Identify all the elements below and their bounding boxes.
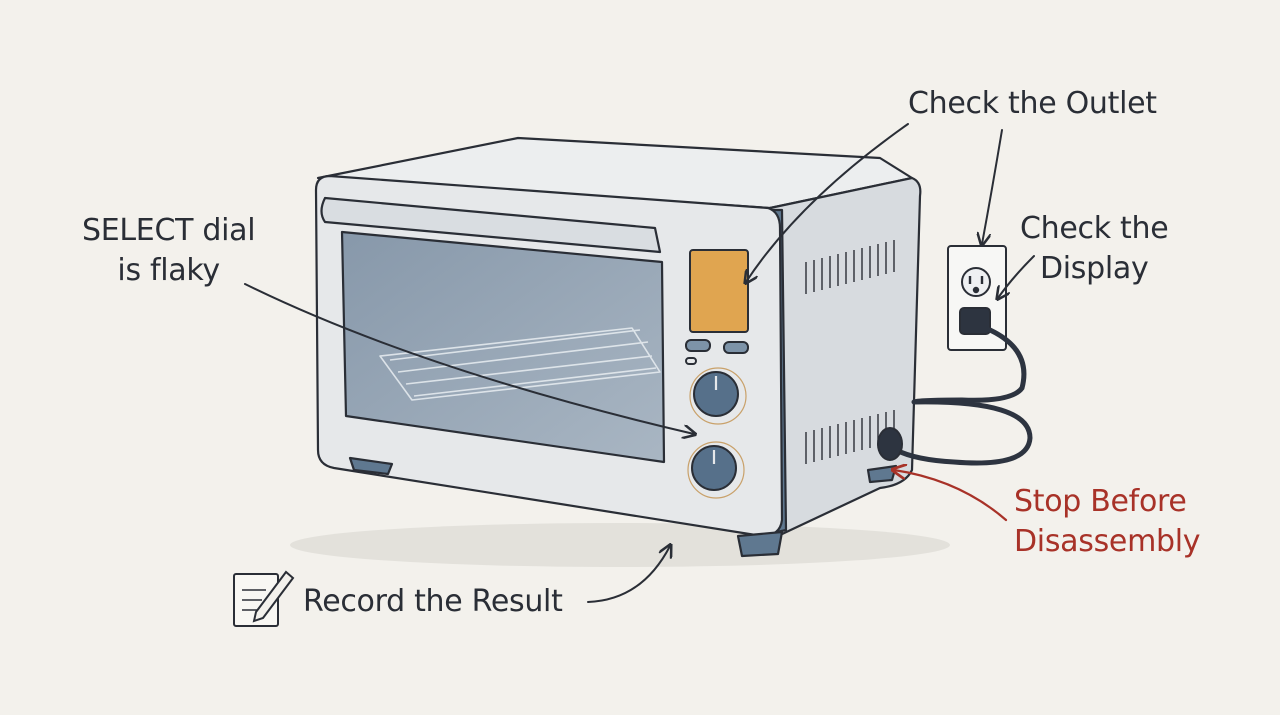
- oven-vents: [805, 240, 895, 464]
- top-dial: [689, 367, 747, 425]
- callout-check-display-line-1: Check the: [1020, 211, 1169, 246]
- arrow-display: [998, 255, 1035, 298]
- toaster-oven: [314, 136, 922, 558]
- oven-foot-back: [866, 464, 898, 484]
- arrow-stop: [894, 470, 1008, 522]
- plug: [959, 307, 991, 335]
- button-right: [723, 341, 749, 354]
- oven-shadow: [290, 523, 950, 567]
- callout-arrows: [244, 123, 1035, 603]
- notepad-pencil-icon: [233, 570, 295, 627]
- control-panel: [685, 249, 749, 499]
- arrow-to-outlet: [982, 129, 1003, 244]
- callout-stop-before-disassembly: Stop Before Disassembly: [1014, 482, 1201, 562]
- select-dial: [687, 441, 745, 499]
- callout-check-display-line-2: Display: [1039, 251, 1149, 286]
- callout-check-outlet: Check the Outlet: [908, 86, 1157, 121]
- callout-stop-line-2: Disassembly: [1014, 524, 1201, 559]
- power-cord-entry: [877, 427, 903, 461]
- callout-select-dial-line-2: is flaky: [117, 253, 220, 288]
- callout-stop-line-1: Stop Before: [1014, 484, 1187, 519]
- oven-foot-right: [736, 530, 784, 558]
- indicator-light: [685, 357, 697, 365]
- oven-foot-left: [348, 456, 394, 476]
- arrow-outlet-to-display: [746, 123, 909, 282]
- button-left: [685, 339, 711, 352]
- callout-check-display: Check the Display: [1020, 209, 1169, 289]
- power-cord: [893, 327, 1033, 466]
- callout-select-dial-line-1: SELECT dial: [82, 213, 256, 248]
- oven-rack: [379, 327, 661, 401]
- callout-select-dial: SELECT dial is flaky: [82, 211, 256, 291]
- display-panel: [689, 249, 749, 333]
- arrow-record: [587, 546, 670, 603]
- oven-right-side: [768, 176, 922, 537]
- callout-record-result: Record the Result: [303, 584, 563, 619]
- oven-door-handle: [320, 196, 662, 254]
- arrow-select-dial: [244, 283, 694, 434]
